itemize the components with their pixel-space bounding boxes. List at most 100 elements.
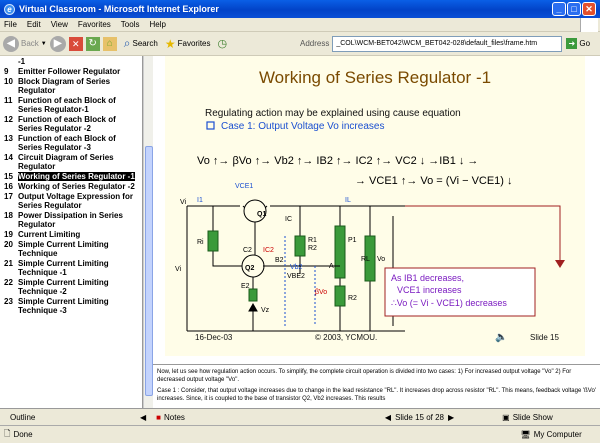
outline-item-label: Simple Current Limiting Technique -1 [18,259,109,277]
status-text: Done [13,430,33,439]
svg-text:Vb2: Vb2 [290,264,303,271]
outline-item-number: 12 [4,115,13,124]
notes-tab[interactable]: Notes [164,412,185,422]
outline-item-number: 20 [4,240,13,249]
outline-tab[interactable]: Outline [10,412,36,422]
home-button[interactable]: ⌂ [102,36,117,51]
menu-file[interactable]: File [4,20,17,29]
outline-item-number [4,57,18,66]
outline-item-number: 23 [4,297,13,306]
outline-item[interactable]: 22 Simple Current Limiting Technique -2 [0,277,142,296]
outline-item[interactable]: 20 Simple Current Limiting Technique [0,239,142,258]
outline-item-label: -1 [18,57,26,66]
callout-line-2: VCE1 increases [397,285,462,295]
zone-text: My Computer [533,430,582,439]
menu-edit[interactable]: Edit [26,20,41,29]
svg-text:VCE1: VCE1 [235,183,253,190]
outline-item-number: 10 [4,77,13,86]
slide-number: Slide 15 [530,333,559,342]
outline-item-label: Emitter Follower Regulator [18,67,121,76]
outline-item-number: 19 [4,230,13,239]
menu-tools[interactable]: Tools [120,20,140,29]
outline-item[interactable]: 14 Circuit Diagram of Series Regulator [0,152,142,171]
svg-text:A: A [329,263,334,270]
address-input[interactable]: _COL\WCM-BET042\WCM_BET042-028\default_f… [332,35,563,52]
next-slide-button[interactable]: ▶ [448,412,455,422]
forward-button[interactable]: ▶ [49,35,66,52]
slide-intro: Regulating action may be explained using… [205,108,461,119]
search-icon: ⌕ [123,36,131,50]
close-button[interactable]: ✕ [582,2,596,16]
ie-icon: e [4,3,15,15]
maximize-button[interactable]: □ [567,2,581,16]
collapse-icon[interactable]: ◀ [140,412,147,422]
outline-item-number: 18 [4,211,13,220]
back-button[interactable]: ◀ Back ▼ [3,35,47,52]
prev-slide-button[interactable]: ◀ [384,412,392,422]
slide-copyright: © 2003, YCMOU. [315,333,377,342]
star-icon: ★ [164,36,176,51]
bottom-bar: Outline ◀ ■ Notes ◀ Slide 15 of 28 ▶ ▣ S… [0,408,600,425]
slideshow-button[interactable]: Slide Show [512,412,553,422]
menu-favorites[interactable]: Favorites [77,20,111,29]
svg-text:C2: C2 [243,247,252,254]
outline-item-label: Circuit Diagram of Series Regulator [18,153,114,171]
svg-text:I1: I1 [197,197,203,204]
outline-item-label: Simple Current Limiting Technique [18,240,109,258]
outline-item-label: Simple Current Limiting Technique -2 [18,278,109,296]
outline-item[interactable]: 17 Output Voltage Expression for Series R… [0,191,142,210]
stop-button[interactable]: ✕ [68,36,83,51]
favorites-button[interactable]: ★ Favorites [164,36,211,51]
menu-view[interactable]: View [50,20,68,29]
outline-item[interactable]: -1 [0,56,142,66]
svg-text:Vo: Vo [377,256,385,263]
svg-text:E2: E2 [241,283,250,290]
go-button[interactable]: ➜ Go [566,38,590,49]
minimize-button[interactable]: _ [552,2,566,16]
bullet-icon [206,121,215,130]
menu-bar: File Edit View Favorites Tools Help [0,18,600,32]
svg-text:Vi: Vi [180,199,187,206]
search-button[interactable]: ⌕ Search [123,36,158,50]
svg-text:R1: R1 [308,237,317,244]
menu-help[interactable]: Help [149,20,166,29]
forward-arrow-icon: ▶ [49,35,66,52]
slide-bullet: Case 1: Output Voltage Vo increases [221,121,384,132]
outline-item-number: 13 [4,134,13,143]
scroll-thumb[interactable] [145,146,153,396]
slideshow-icon: ▣ [502,412,510,422]
address-bar: Address _COL\WCM-BET042\WCM_BET042-028\d… [300,35,590,52]
outline-scrollbar[interactable] [143,56,153,408]
svg-text:R2: R2 [308,245,317,252]
outline-item-label: Working of Series Regulator -2 [18,182,135,191]
history-button[interactable]: ◷ [218,37,228,50]
outline-item-number: 22 [4,278,13,287]
outline-item-label: Output Voltage Expression for Series Reg… [18,192,133,210]
slide-title: Working of Series Regulator -1 [259,68,491,87]
slide-counter: Slide 15 of 28 [395,412,444,422]
outline-item-number: 17 [4,192,13,201]
outline-item-number: 14 [4,153,13,162]
svg-text:Q1: Q1 [257,211,266,218]
svg-text:R2: R2 [348,295,357,302]
notes-line: Case 1 : Consider, that output voltage i… [157,388,596,402]
circuit-diagram [186,199,405,332]
svg-text:Vz: Vz [261,307,270,314]
speaker-icon[interactable]: 🔈 [495,332,507,343]
toolbar: ◀ Back ▼ ▶ ✕ ↻ ⌂ ⌕ Search ★ Favorites ◷ [0,32,600,56]
window-title: Virtual Classroom - Microsoft Internet E… [19,4,219,14]
equation-line-1: Vo ↑→ βVo ↑→ Vb2 ↑→ IB2 ↑→ IC2 ↑→ VC2 ↓ … [197,155,478,167]
refresh-button[interactable]: ↻ [85,36,100,51]
